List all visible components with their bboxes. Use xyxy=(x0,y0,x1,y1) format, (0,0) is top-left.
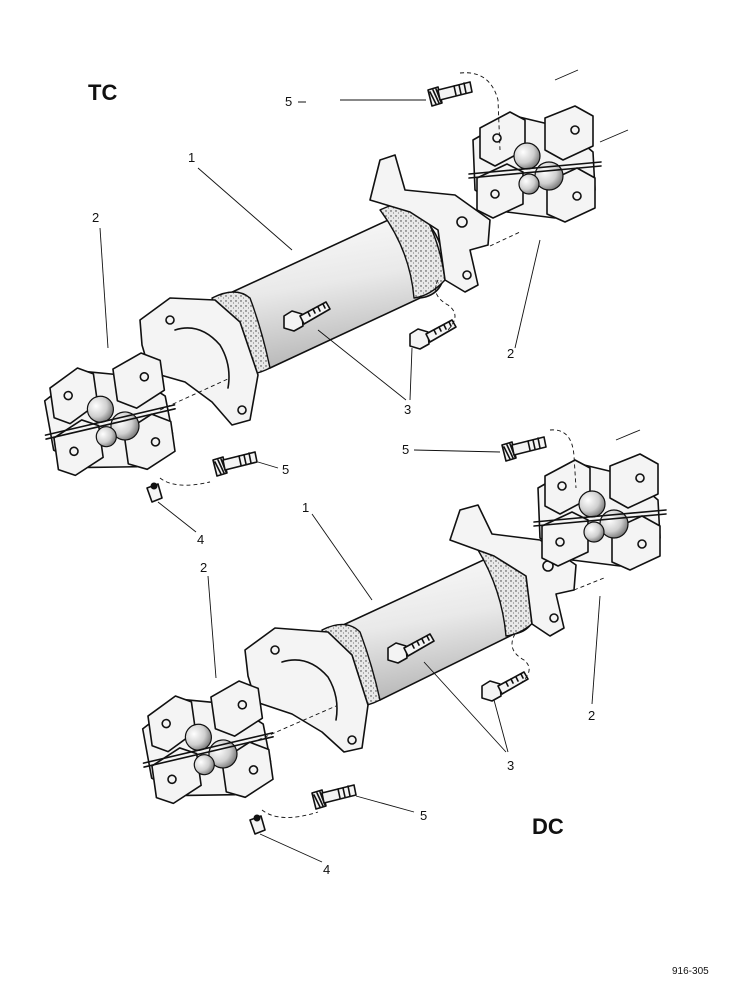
tc-bolt-lower xyxy=(409,319,457,350)
tc-callout-joint-right: 2 xyxy=(507,346,514,361)
dc-callout-grease-nipple: 4 xyxy=(323,862,330,877)
dc-callout-stud-top: 5 xyxy=(402,442,409,457)
dc-callout-joint-right: 2 xyxy=(588,708,595,723)
tc-stud-lower xyxy=(212,451,258,477)
dc-callout-stud-lower: 5 xyxy=(420,808,427,823)
tc-universal-joint-right xyxy=(468,105,602,223)
dc-callout-bolts: 3 xyxy=(507,758,514,773)
dc-callout-shaft: 1 xyxy=(302,500,309,515)
dc-grease-nipple xyxy=(249,814,266,835)
dc-stud-lower xyxy=(311,784,357,810)
tc-grease-nipple xyxy=(146,482,163,503)
dc-propeller-shaft xyxy=(244,504,577,753)
tc-callout-stud-lower: 5 xyxy=(282,462,289,477)
tc-heading: TC xyxy=(88,80,117,105)
dc-universal-joint-right xyxy=(533,453,667,571)
tc-assembly: TC xyxy=(35,69,629,547)
dc-assembly: DC 1 2 xyxy=(133,429,667,877)
dc-heading: DC xyxy=(532,814,564,839)
tc-universal-joint-left xyxy=(35,348,184,484)
dc-universal-joint-left xyxy=(133,676,282,812)
dc-callout-joint-left: 2 xyxy=(200,560,207,575)
tc-callout-bolts: 3 xyxy=(404,402,411,417)
tc-callout-joint-left: 2 xyxy=(92,210,99,225)
dc-stud-top xyxy=(501,436,547,462)
dc-bolt-lower xyxy=(481,671,529,702)
tc-callout-shaft: 1 xyxy=(188,150,195,165)
tc-stud-top xyxy=(427,81,473,107)
figure-reference: 916-305 xyxy=(672,966,709,977)
tc-callout-grease-nipple: 4 xyxy=(197,532,204,547)
tc-propeller-shaft xyxy=(139,154,491,426)
tc-callout-stud-top: 5 xyxy=(285,94,292,109)
